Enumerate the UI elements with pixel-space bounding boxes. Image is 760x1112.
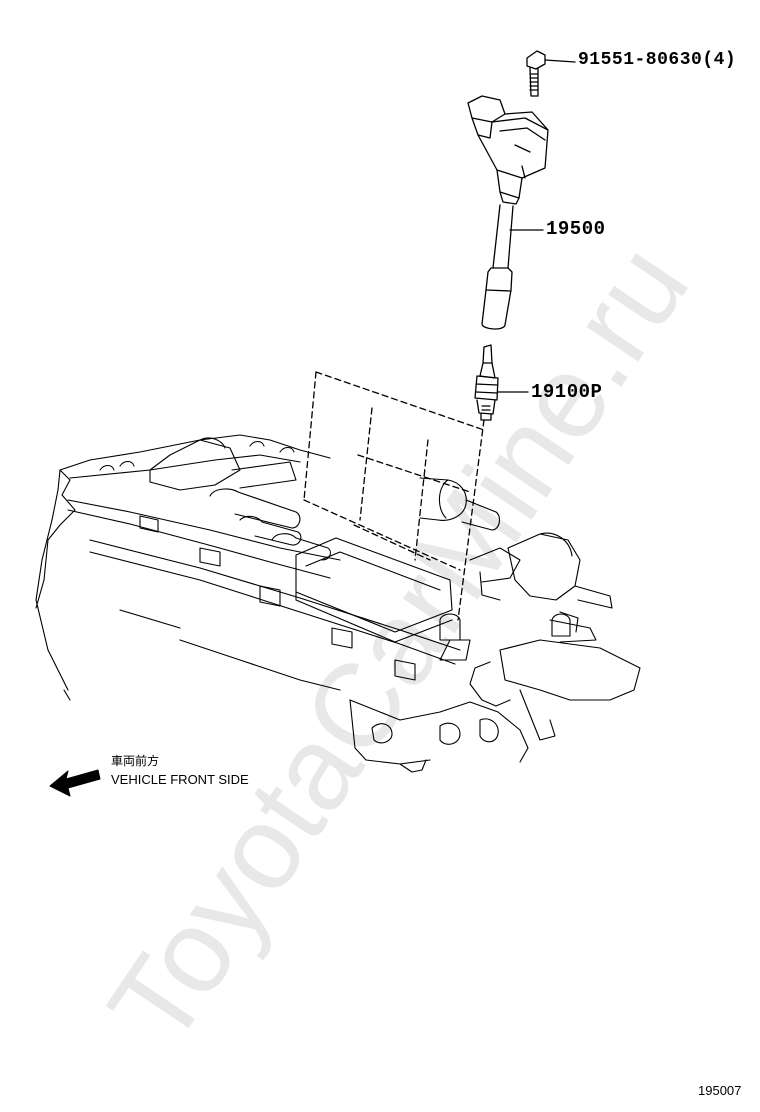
vehicle-front-label-en: VEHICLE FRONT SIDE (111, 772, 249, 787)
engine-block-outline (35, 434, 641, 773)
callout-ignition-coil-part-number[interactable]: 19500 (546, 218, 606, 240)
arrow-left-icon (49, 769, 101, 797)
callout-spark-plug-part-number[interactable]: 19100P (531, 381, 603, 403)
vehicle-front-label-jp: 車両前方 (111, 754, 160, 768)
ignition-coil-part[interactable] (467, 95, 549, 330)
leader-bolt (544, 59, 576, 63)
spark-plug-part[interactable] (474, 344, 499, 421)
bolt-part[interactable] (526, 50, 546, 97)
figure-number: 195007 (698, 1083, 742, 1098)
callout-bolt-part-number[interactable]: 91551-80630(4) (578, 50, 737, 70)
alignment-lines (303, 371, 485, 621)
